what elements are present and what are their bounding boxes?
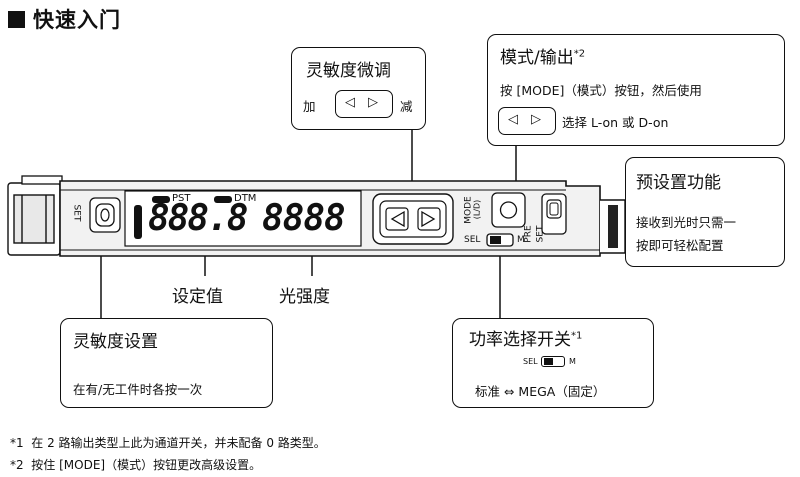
left-arrow-icon: ◁ — [345, 95, 355, 110]
pre-label: PRE — [523, 225, 534, 243]
display-intensity-digits: 8888 — [262, 198, 346, 239]
power-select-desc: 标准 ⇔ MEGA（固定） — [475, 384, 606, 399]
pst-label: PST — [172, 193, 191, 204]
plus-label: 加 — [303, 99, 316, 114]
mode-output-line1: 按 [MODE]（模式）按钮，然后使用 — [500, 83, 702, 98]
m-switch-label: M — [517, 235, 525, 245]
light-intensity-label: 光强度 — [279, 287, 330, 307]
pst-indicator-led — [152, 196, 170, 203]
mode-output-title: 模式/输出*2 — [500, 48, 586, 68]
footnote-2: *2 按住 [MODE]（模式）按钮更改高级设置。 — [10, 458, 262, 472]
clip-top — [21, 175, 63, 185]
sensitivity-adjust-title: 灵敏度微调 — [306, 61, 391, 81]
rocker-right-arrow — [421, 210, 436, 228]
preset-title: 预设置功能 — [636, 173, 721, 193]
rocker-key-icon: ◁ ▷ — [335, 90, 393, 118]
indicator-bar — [134, 205, 142, 239]
setpoint-label: 设定值 — [172, 287, 223, 307]
sensitivity-set-desc: 在有/无工件时各按一次 — [73, 382, 203, 397]
power-select-title: 功率选择开关*1 — [469, 330, 583, 350]
power-select-sel-label: SEL — [523, 357, 538, 366]
sensitivity-adjust-callout: 灵敏度微调 加 ◁ ▷ 减 — [291, 47, 426, 130]
mode-sub-label: (L/D) — [472, 199, 482, 220]
set-button-label: SET — [71, 204, 82, 222]
right-arrow-icon-2: ▷ — [531, 112, 541, 127]
left-arrow-icon-2: ◁ — [508, 112, 518, 127]
sensitivity-set-callout: 灵敏度设置 在有/无工件时各按一次 — [60, 318, 273, 408]
minus-label: 减 — [400, 99, 413, 114]
square-bullet-icon — [8, 11, 25, 28]
rocker-key-icon-2: ◁ ▷ — [498, 107, 556, 135]
preset-line2: 按即可轻松配置 — [636, 238, 724, 253]
mode-output-callout: 模式/输出*2 按 [MODE]（模式）按钮，然后使用 ◁ ▷ 选择 L-on … — [487, 34, 785, 146]
dtm-indicator-led — [214, 196, 232, 203]
connector-inner — [13, 194, 55, 244]
display-setpoint-digits: 888.8 — [148, 198, 248, 239]
mode-output-line2: 选择 L-on 或 D-on — [562, 115, 669, 130]
power-select-m-label: M — [569, 357, 576, 366]
page-title: 快速入门 — [8, 4, 121, 34]
preset-line1: 接收到光时只需一 — [636, 215, 737, 230]
sel-switch-label: SEL — [464, 235, 481, 245]
footnote-1: *1 在 2 路输出类型上此为通道开关，并未配备 0 路类型。 — [10, 436, 326, 450]
rocker-left-arrow — [390, 210, 405, 228]
sensitivity-set-title: 灵敏度设置 — [73, 332, 158, 352]
power-select-callout: 功率选择开关*1 SEL M 标准 ⇔ MEGA（固定） — [452, 318, 654, 408]
right-arrow-icon: ▷ — [368, 95, 378, 110]
pre-set-label: SET — [535, 225, 546, 243]
dtm-label: DTM — [234, 193, 257, 204]
preset-callout: 预设置功能 接收到光时只需一 按即可轻松配置 — [625, 157, 785, 267]
sel-switch-icon — [541, 356, 565, 367]
